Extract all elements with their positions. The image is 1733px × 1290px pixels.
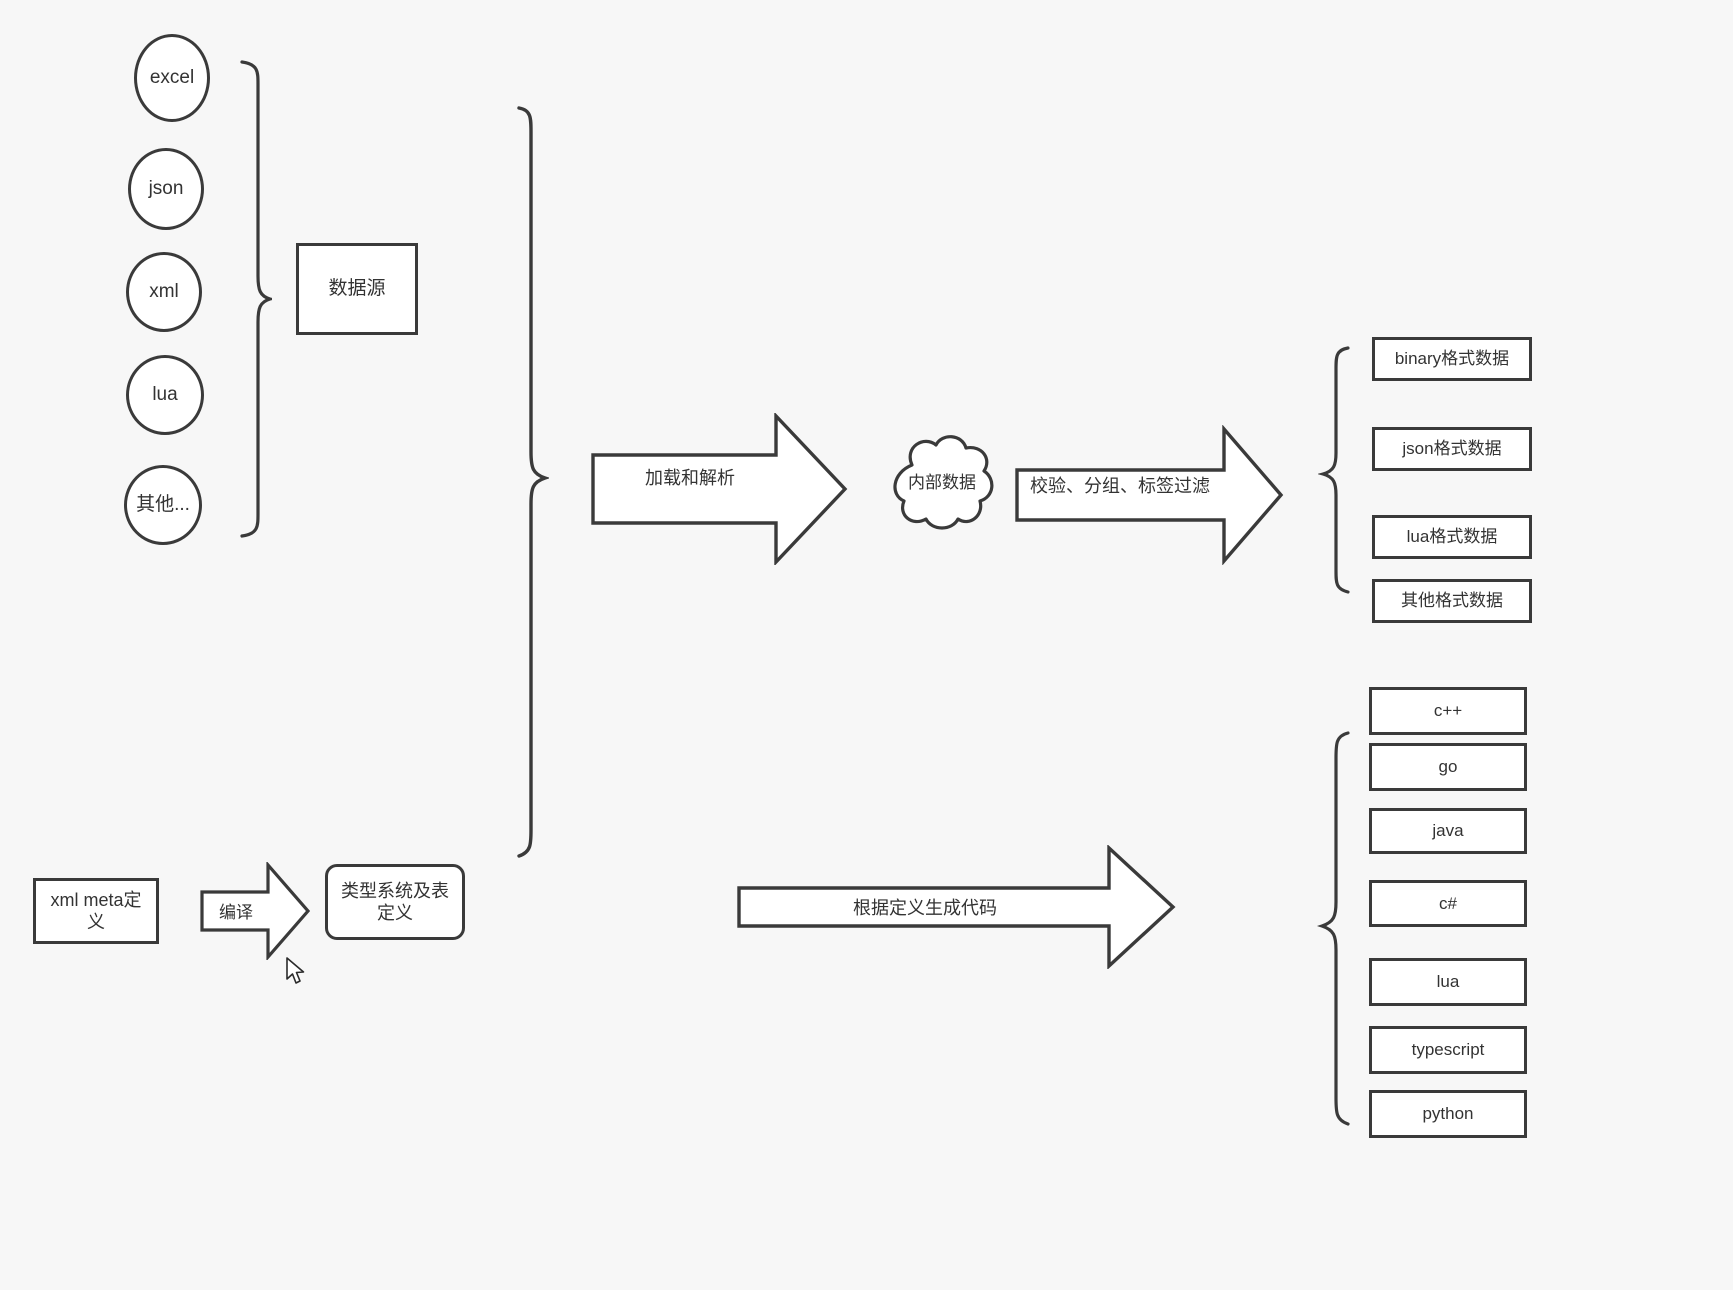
output-format-label: 其他格式数据 — [1401, 591, 1503, 611]
output-formats-brace — [1318, 345, 1358, 595]
codegen-language-label: typescript — [1411, 1040, 1485, 1060]
source-node-label: 其他... — [136, 494, 190, 516]
codegen-language-label: java — [1432, 821, 1464, 841]
codegen-language-label: lua — [1436, 972, 1460, 992]
type-system-label: 类型系统及表定义 — [341, 880, 449, 924]
codegen-language-label: python — [1422, 1104, 1474, 1124]
codegen-language-lua[interactable]: lua — [1369, 958, 1527, 1006]
source-node-label: json — [148, 178, 184, 200]
output-format-label: json格式数据 — [1402, 439, 1502, 459]
output-format-json[interactable]: json格式数据 — [1372, 427, 1532, 471]
codegen-languages-brace — [1316, 730, 1358, 1130]
codegen-language-label: go — [1438, 757, 1458, 777]
source-node-lua[interactable]: lua — [126, 355, 204, 435]
internal-data-cloud[interactable] — [884, 431, 1000, 535]
output-format-lua[interactable]: lua格式数据 — [1372, 515, 1532, 559]
output-format-label: binary格式数据 — [1394, 349, 1510, 369]
source-node-excel[interactable]: excel — [134, 34, 210, 122]
source-node-xml[interactable]: xml — [126, 252, 202, 332]
load-parse-arrow[interactable] — [590, 413, 848, 565]
source-node-json[interactable]: json — [128, 148, 204, 230]
mouse-cursor — [286, 957, 308, 987]
output-format-binary[interactable]: binary格式数据 — [1372, 337, 1532, 381]
codegen-language-cpp[interactable]: c++ — [1369, 687, 1527, 735]
compile-arrow[interactable] — [200, 862, 310, 960]
xml-meta-definition-box[interactable]: xml meta定义 — [33, 878, 159, 944]
xml-meta-definition-label: xml meta定义 — [50, 889, 142, 933]
codegen-language-java[interactable]: java — [1369, 808, 1527, 854]
codegen-language-typescript[interactable]: typescript — [1369, 1026, 1527, 1074]
source-node-label: lua — [152, 384, 178, 406]
codegen-language-csharp[interactable]: c# — [1369, 880, 1527, 927]
codegen-language-label: c# — [1439, 893, 1457, 913]
type-system-box[interactable]: 类型系统及表定义 — [325, 864, 465, 940]
source-node-other[interactable]: 其他... — [124, 465, 202, 545]
inputs-group-brace — [505, 104, 549, 860]
source-node-label: excel — [149, 67, 195, 89]
output-format-label: lua格式数据 — [1406, 527, 1498, 547]
codegen-language-go[interactable]: go — [1369, 743, 1527, 791]
output-format-other[interactable]: 其他格式数据 — [1372, 579, 1532, 623]
codegen-language-label: c++ — [1433, 701, 1463, 721]
data-source-box[interactable]: 数据源 — [296, 243, 418, 335]
source-node-label: xml — [149, 281, 179, 303]
codegen-language-python[interactable]: python — [1369, 1090, 1527, 1138]
filter-arrow[interactable] — [1014, 425, 1284, 565]
data-source-label: 数据源 — [328, 278, 386, 300]
sources-group-brace — [236, 58, 272, 540]
codegen-arrow[interactable] — [736, 845, 1176, 969]
